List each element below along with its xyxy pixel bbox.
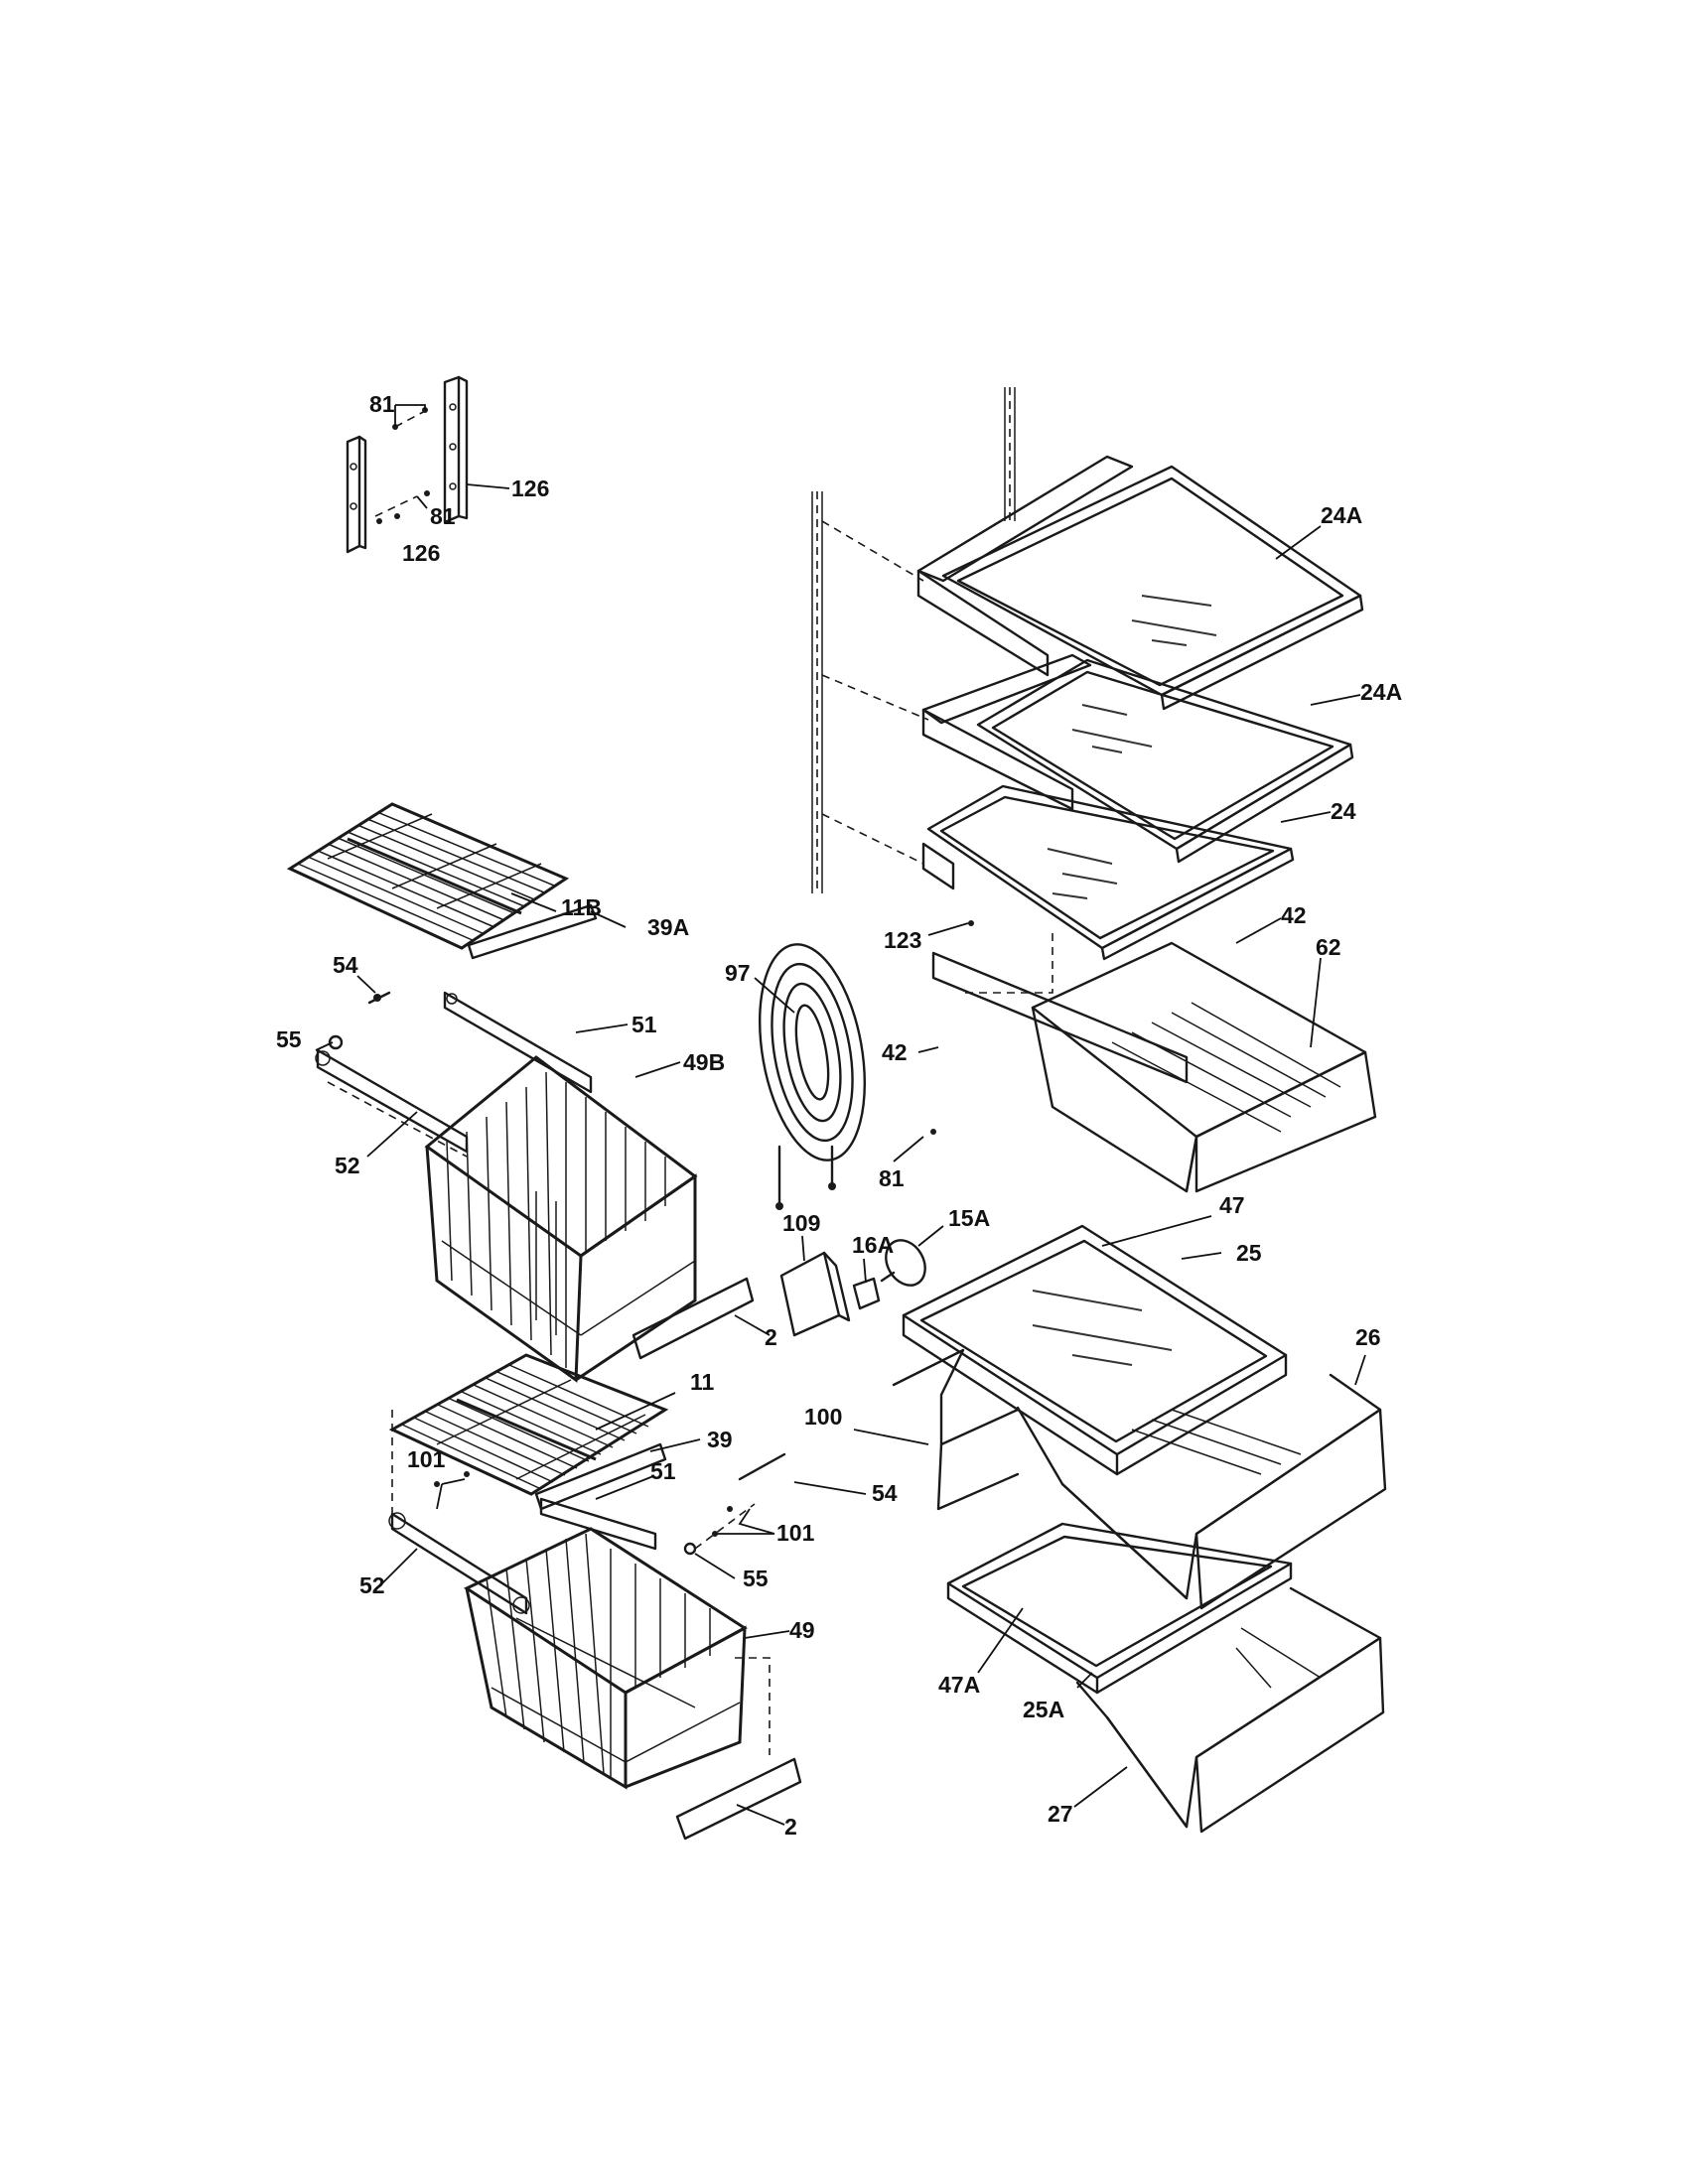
callout-126: 126 [402,540,440,566]
callout-52: 52 [335,1153,360,1178]
trim-39 [534,1442,667,1511]
callout-39: 39 [707,1427,733,1452]
callout-54: 54 [333,952,358,978]
crisper-cover-47 [902,1224,1288,1476]
crisper-drawer-26 [1016,1373,1387,1610]
callout-49B: 49B [683,1049,725,1075]
drawer-62 [931,933,1377,1193]
cabinet-liner-rail [811,387,1016,893]
callout-25: 25 [1236,1240,1262,1266]
crisper-drawer-27 [1075,1586,1385,1834]
callout-54: 54 [872,1480,898,1506]
glass-shelf-24A-upper [821,455,1364,711]
callout-25A: 25A [1023,1697,1064,1722]
callout-51: 51 [650,1458,676,1484]
trim-2-lower [675,1657,802,1841]
callout-2: 2 [765,1324,777,1350]
slide-rails-lower [388,1410,756,1615]
callout-101: 101 [407,1446,446,1472]
callout-47: 47 [1219,1192,1245,1218]
callout-55: 55 [276,1026,302,1052]
callout-labels: 81 126 81 126 24A 24A 24 11B 39A 123 42 … [276,391,1402,1840]
callout-109: 109 [782,1210,820,1236]
leader-lines [315,404,1366,1826]
callout-15A: 15A [948,1205,990,1231]
wire-basket-49 [463,1527,748,1790]
callout-81: 81 [879,1165,905,1191]
callout-47A: 47A [938,1672,980,1698]
callout-101: 101 [776,1520,815,1546]
trim-39A [467,903,598,960]
callout-11B: 11B [561,894,602,920]
callout-2: 2 [784,1814,797,1840]
glass-shelf-24 [821,784,1295,961]
glass-shelf-24A-lower [821,653,1354,864]
callout-24A: 24A [1321,502,1362,528]
callout-26: 26 [1355,1324,1381,1350]
lamp-assembly [779,1239,926,1337]
trim-2-upper [632,1211,755,1360]
callout-42: 42 [882,1039,908,1065]
callout-24: 24 [1331,798,1356,824]
callout-126: 126 [511,476,549,501]
callout-97: 97 [725,960,751,986]
callout-39A: 39A [647,914,689,940]
callout-81: 81 [430,503,456,529]
callout-16A: 16A [852,1232,894,1258]
callout-123: 123 [884,927,921,953]
callout-11: 11 [690,1369,715,1395]
callout-42: 42 [1281,902,1307,928]
callout-81: 81 [369,391,395,417]
callout-27: 27 [1048,1801,1073,1827]
callout-51: 51 [632,1012,657,1037]
callout-52: 52 [359,1572,385,1598]
crisper-cover-47A [946,1522,1293,1695]
evaporator-coil-97 [758,943,867,1210]
callout-100: 100 [804,1404,842,1430]
mullion-100 [892,1348,1020,1511]
callout-24A: 24A [1360,679,1402,705]
callout-49: 49 [789,1617,815,1643]
wire-shelf-11B [286,802,570,950]
callout-62: 62 [1316,934,1341,960]
fasteners [328,518,974,1556]
callout-55: 55 [743,1566,769,1591]
